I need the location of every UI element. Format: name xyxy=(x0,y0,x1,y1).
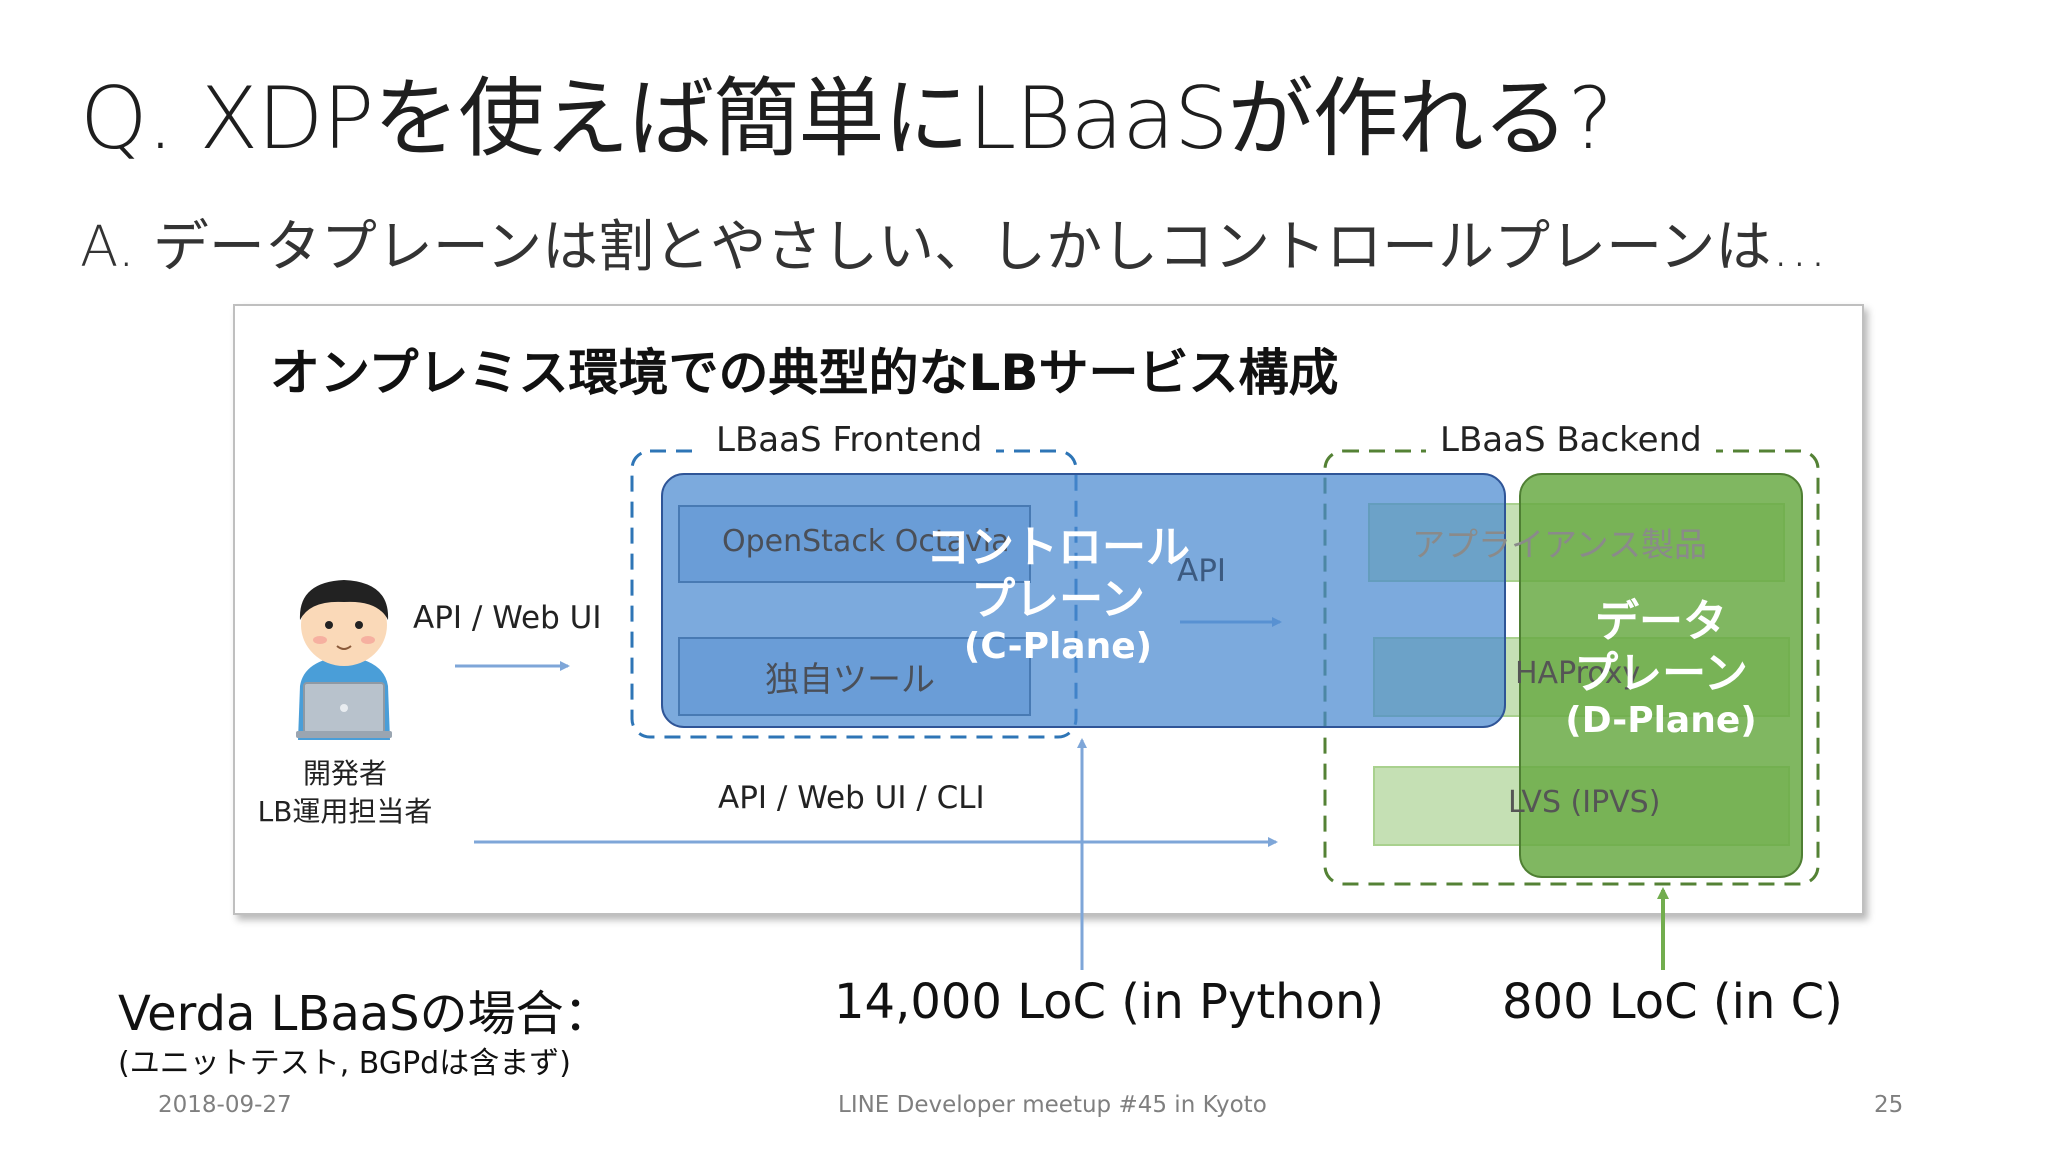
backend-group-label: LBaaS Backend xyxy=(1426,420,1716,460)
slide-answer: A. データプレーンは割とやさしい、しかしコントロールプレーンは… xyxy=(80,215,1828,280)
data-plane-label-line-1: データ xyxy=(1595,596,1727,647)
control-plane-abbr: (C-Plane) xyxy=(963,626,1153,667)
frontend-group-label: LBaaS Frontend xyxy=(702,420,997,460)
diagram-title: オンプレミス環境での典型的なLBサービス構成 xyxy=(270,344,1339,402)
footer-page-number: 25 xyxy=(1874,1092,1904,1118)
footer-date: 2018-09-27 xyxy=(158,1092,292,1118)
user-role-developer: 開発者 xyxy=(302,757,387,790)
frontend-component-custom-tool: 独自ツール xyxy=(765,660,935,700)
backend-component-appliance: アプライアンス製品 xyxy=(1412,525,1708,564)
control-plane-label-line-2: プレーン xyxy=(971,574,1145,625)
case-title: Verda LBaaSの場合： xyxy=(118,986,612,1042)
user-role-lb-operator: LB運用担当者 xyxy=(257,795,433,828)
edge-label-user-to-backend: API / Web UI / CLI xyxy=(718,780,985,816)
case-note: (ユニットテスト, BGPdは含まず) xyxy=(118,1046,571,1081)
control-plane-label-line-1: コントロール xyxy=(926,522,1190,573)
data-plane-overlay xyxy=(1519,473,1803,878)
backend-component-haproxy: HAProxy xyxy=(1515,656,1641,691)
edge-label-frontend-to-backend: API xyxy=(1177,553,1227,589)
developer-icon xyxy=(296,580,392,740)
backend-component-lvs: LVS (IPVS) xyxy=(1508,785,1661,820)
edge-label-user-to-frontend: API / Web UI xyxy=(413,600,602,636)
data-plane-loc: 800 LoC (in C) xyxy=(1502,974,1843,1030)
control-plane-overlay xyxy=(661,473,1506,728)
data-plane-abbr: (D-Plane) xyxy=(1565,700,1757,741)
frontend-component-openstack: OpenStack Octavia xyxy=(722,524,1010,559)
data-plane-label-line-2: プレーン xyxy=(1574,648,1748,699)
control-plane-loc: 14,000 LoC (in Python) xyxy=(834,974,1385,1030)
footer-event: LINE Developer meetup #45 in Kyoto xyxy=(838,1092,1267,1118)
slide-title: Q. XDPを使えば簡単にLBaaSが作れる? xyxy=(80,69,1613,169)
